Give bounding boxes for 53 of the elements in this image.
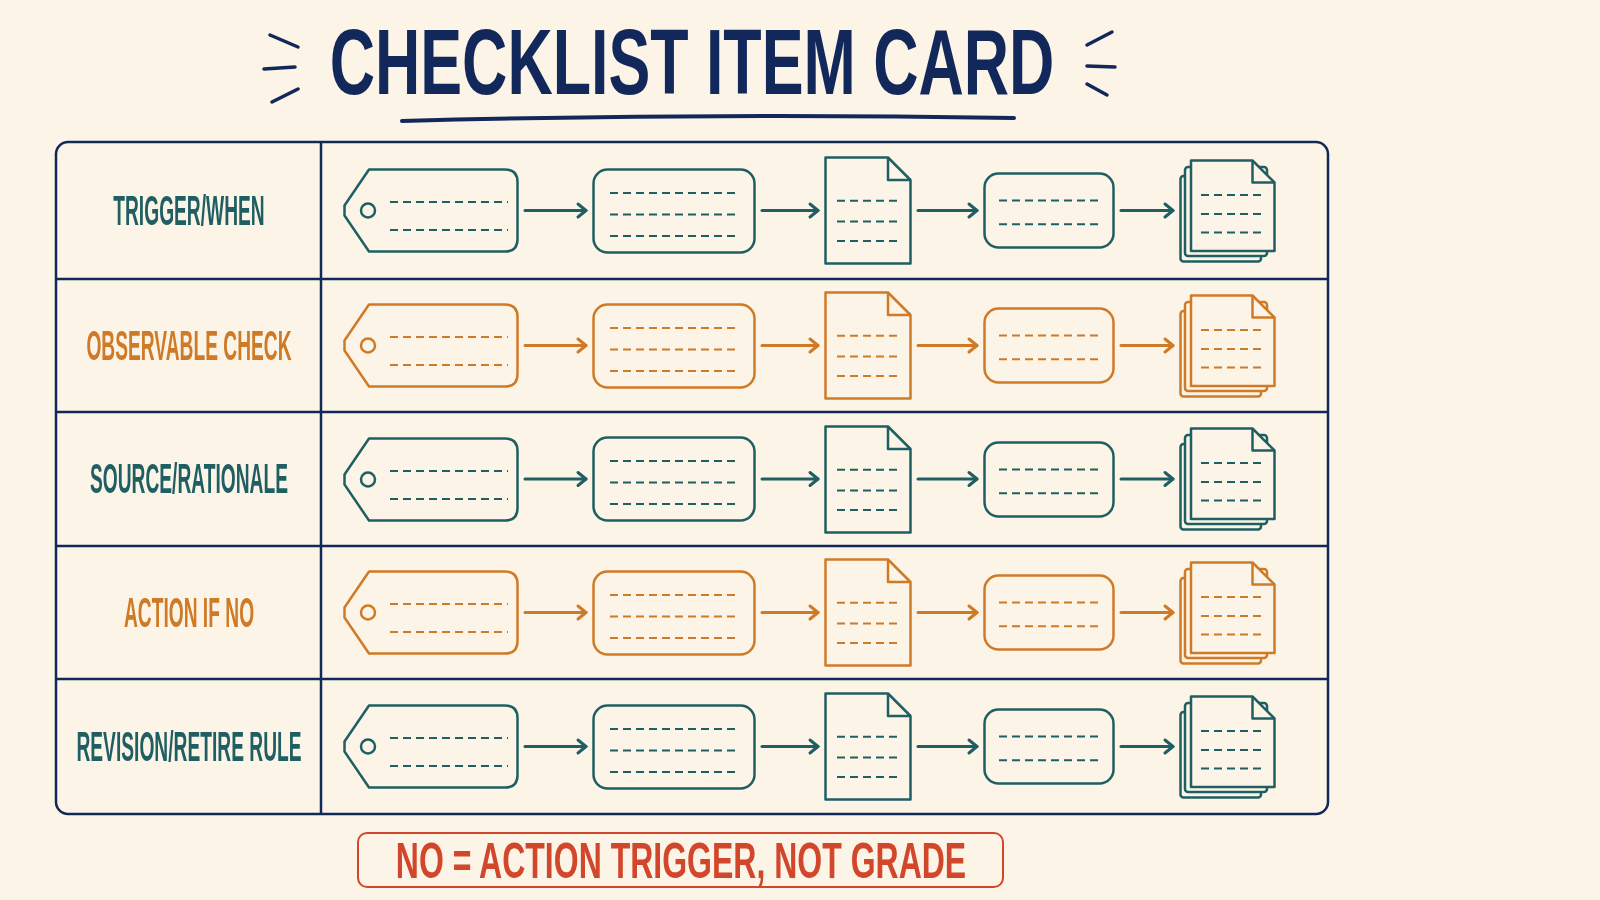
card-icon bbox=[592, 436, 756, 522]
arrow bbox=[523, 604, 588, 621]
note-card-icon bbox=[983, 307, 1115, 384]
card-icon bbox=[592, 703, 756, 790]
document-icon bbox=[824, 424, 912, 534]
row-label: ACTION IF NO bbox=[123, 591, 255, 634]
document-icon bbox=[824, 291, 912, 400]
note-card-icon bbox=[983, 708, 1115, 785]
diagram-title: CHECKLIST ITEM CARD bbox=[329, 15, 1055, 109]
arrow bbox=[916, 202, 979, 219]
note-card-icon bbox=[983, 440, 1115, 518]
tag-icon bbox=[343, 168, 519, 253]
arrow bbox=[523, 738, 588, 755]
message-banner bbox=[357, 832, 1004, 888]
arrow bbox=[1119, 337, 1175, 354]
arrow bbox=[916, 738, 979, 755]
arrow bbox=[916, 604, 979, 621]
tag-icon bbox=[343, 704, 519, 789]
arrow bbox=[1119, 471, 1175, 487]
document-icon bbox=[824, 558, 912, 667]
banner-text: NO = ACTION TRIGGER, NOT GRADE bbox=[395, 835, 966, 885]
arrow bbox=[1119, 604, 1175, 621]
document-stack-icon bbox=[1179, 694, 1276, 799]
note-card-icon bbox=[983, 574, 1115, 651]
arrow bbox=[760, 604, 820, 621]
row-label: OBSERVABLE CHECK bbox=[86, 324, 292, 367]
document-stack-icon bbox=[1179, 158, 1276, 263]
card-icon bbox=[592, 569, 756, 656]
arrow bbox=[523, 202, 588, 219]
row-label: SOURCE/RATIONALE bbox=[90, 458, 288, 500]
row-label: TRIGGER/WHEN bbox=[113, 189, 265, 232]
arrow bbox=[916, 471, 979, 487]
row-label: REVISION/RETIRE RULE bbox=[76, 725, 302, 768]
document-stack-icon bbox=[1179, 293, 1276, 398]
arrow bbox=[523, 471, 588, 487]
document-icon bbox=[824, 692, 912, 801]
note-card-icon bbox=[983, 172, 1115, 249]
arrow bbox=[760, 738, 820, 755]
document-stack-icon bbox=[1179, 427, 1276, 531]
tag-icon bbox=[343, 570, 519, 655]
document-icon bbox=[824, 156, 912, 265]
arrow bbox=[1119, 738, 1175, 755]
tag-icon bbox=[343, 303, 519, 388]
card-icon bbox=[592, 167, 756, 254]
arrow bbox=[916, 337, 979, 354]
document-stack-icon bbox=[1179, 560, 1276, 665]
arrow bbox=[1119, 202, 1175, 219]
tag-icon bbox=[343, 436, 519, 522]
card-icon bbox=[592, 302, 756, 389]
arrow bbox=[760, 202, 820, 219]
arrow bbox=[760, 471, 820, 487]
arrow bbox=[523, 337, 588, 354]
arrow bbox=[760, 337, 820, 354]
